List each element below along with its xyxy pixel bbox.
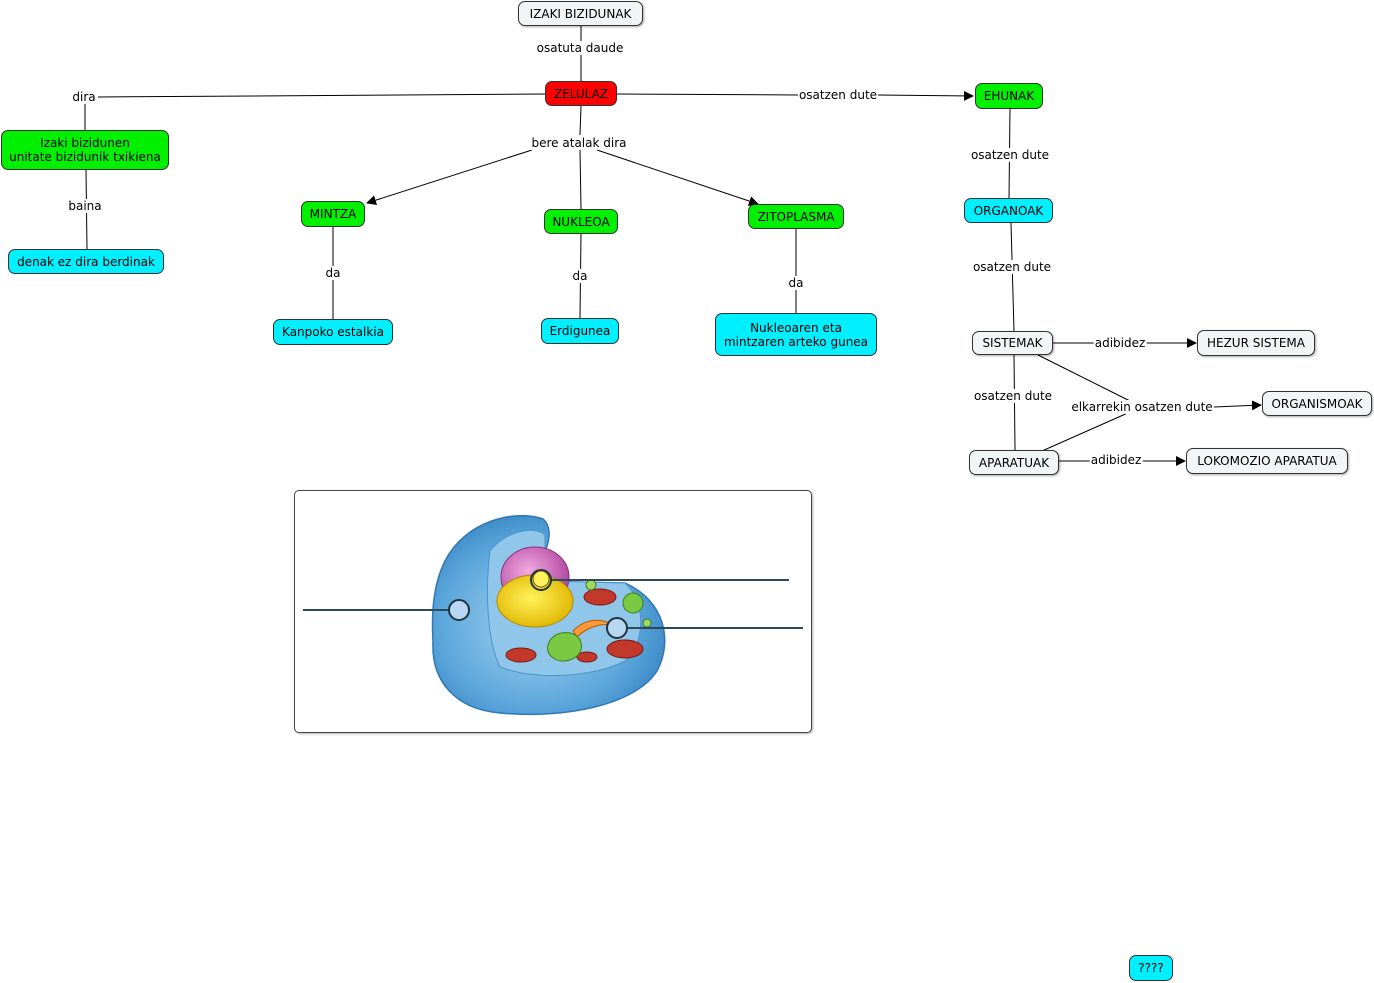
node-question-marks[interactable]: ???? (1129, 955, 1173, 981)
pointer-circle-left[interactable] (448, 599, 470, 621)
node-denak-ez-dira-berdinak[interactable]: denak ez dira berdinak (8, 249, 164, 274)
lysosome-shape-3 (642, 618, 652, 628)
label-bere-atalak-dira: bere atalak dira (530, 136, 628, 150)
node-erdigunea[interactable]: Erdigunea (541, 318, 619, 344)
link-osatzen-ehunak (877, 90, 974, 101)
node-nukleoa[interactable]: NUKLEOA (544, 209, 618, 234)
node-organoak[interactable]: ORGANOAK (964, 198, 1053, 223)
node-zitoplasma[interactable]: ZITOPLASMA (748, 204, 844, 229)
node-sistemak[interactable]: SISTEMAK (972, 331, 1053, 355)
lysosome-shape-2 (585, 579, 597, 591)
label-da-mintza: da (324, 266, 342, 280)
node-lokomozio-aparatua[interactable]: LOKOMOZIO APARATUA (1186, 448, 1348, 474)
node-zelulaz[interactable]: ZELULAZ (545, 81, 617, 106)
node-organismoak[interactable]: ORGANISMOAK (1262, 391, 1372, 416)
pointer-circle-right[interactable] (606, 617, 628, 639)
link-zelulaz-bere (579, 105, 582, 136)
link-bere-zitoplasma (596, 149, 759, 206)
label-osatzen-dute-sistemak: osatzen dute (971, 260, 1053, 274)
vacuole-shape (547, 632, 582, 662)
nucleolus-shape (532, 570, 550, 588)
link-aparatuak-elkarrekin (1041, 411, 1131, 452)
label-dira: dira (71, 90, 97, 104)
cell-illustration-frame (294, 490, 812, 733)
label-adibidez-hezur: adibidez (1093, 336, 1147, 350)
mitochondrion-shape-1 (583, 588, 617, 606)
node-nukleoaren-mintzaren-gunea[interactable]: Nukleoaren eta mintzaren arteko gunea (715, 313, 877, 356)
label-osatzen-dute-aparatuak: osatzen dute (972, 389, 1054, 403)
link-zelulaz-osatzen (616, 93, 799, 96)
node-ehunak[interactable]: EHUNAK (975, 83, 1043, 109)
label-osatuta-daude: osatuta daude (535, 41, 625, 55)
mitochondrion-shape-4 (576, 651, 598, 663)
link-sistemak-elkarrekin (1037, 354, 1131, 402)
animal-cell-illustration (303, 514, 803, 716)
mitochondrion-shape-3 (505, 647, 537, 663)
mitochondrion-shape-2 (606, 639, 644, 659)
label-elkarrekin-osatzen-dute: elkarrekin osatzen dute (1070, 400, 1214, 414)
link-bere-nukleoa (579, 149, 582, 210)
link-elkarrekin-organismoak (1213, 400, 1262, 411)
node-mintza[interactable]: MINTZA (301, 201, 365, 227)
pointer-circle-top[interactable] (530, 569, 552, 591)
node-izaki-bizidunen-unitate[interactable]: Izaki bizidunen unitate bizidunik txikie… (1, 130, 169, 170)
node-aparatuak[interactable]: APARATUAK (969, 450, 1059, 475)
node-izaki-bizidunak[interactable]: IZAKI BIZIDUNAK (518, 1, 643, 26)
label-osatzen-dute-ehunak: osatzen dute (797, 88, 879, 102)
lysosome-shape-1 (622, 592, 644, 614)
link-organoak-sistemak (1010, 222, 1015, 332)
label-da-zitoplasma: da (787, 276, 805, 290)
node-hezur-sistema[interactable]: HEZUR SISTEMA (1197, 330, 1315, 356)
label-da-nukleoa: da (571, 269, 589, 283)
label-osatzen-dute-organoak: osatzen dute (969, 148, 1051, 162)
label-adibidez-lokomozio: adibidez (1089, 453, 1143, 467)
link-bere-mintza (366, 149, 533, 206)
node-kanpoko-estalkia[interactable]: Kanpoko estalkia (273, 319, 393, 345)
label-baina: baina (67, 199, 103, 213)
link-zelulaz-dira (97, 93, 547, 98)
